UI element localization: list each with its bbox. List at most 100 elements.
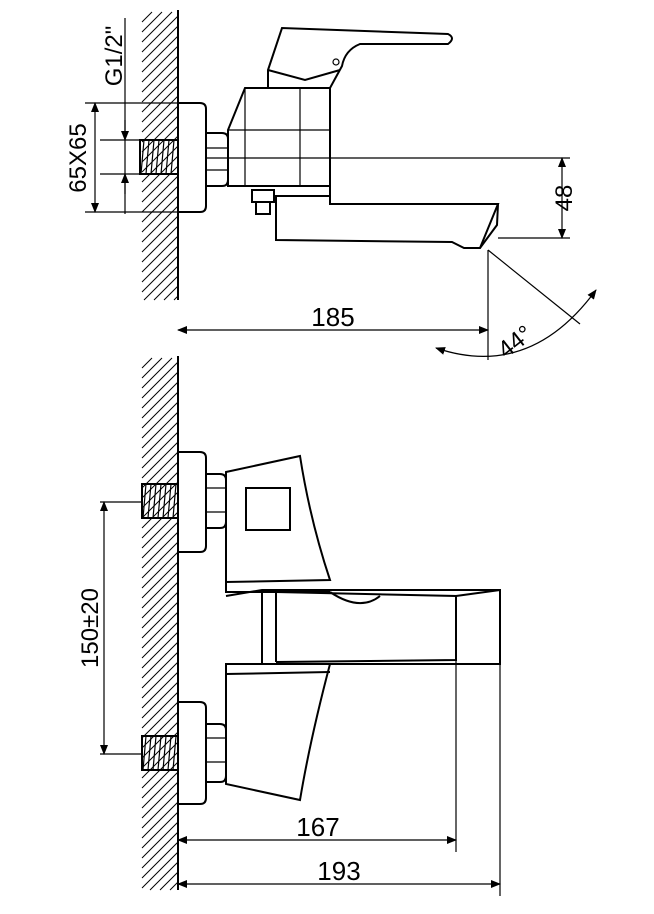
thread-line: [165, 139, 170, 175]
hatch-line: [141, 25, 179, 63]
thread-line: [167, 735, 172, 771]
hatch-line: [141, 651, 179, 689]
handle-front: [225, 454, 332, 584]
hatch-line: [141, 15, 179, 53]
hatch-line: [141, 165, 179, 203]
hatch-line: [141, 451, 179, 489]
hatch-line: [153, 275, 179, 301]
hatch-line: [141, 851, 179, 889]
handle-plate-front: [245, 487, 291, 531]
hatch-line: [141, 357, 153, 369]
hatch-line: [141, 551, 179, 589]
hatch-line: [141, 115, 179, 153]
hatch-line: [141, 75, 179, 113]
hatch-line: [141, 501, 179, 539]
hatch-line: [141, 641, 179, 679]
thread-line: [170, 139, 175, 175]
hatch-line: [141, 225, 179, 263]
flange-size-label: 65X65: [65, 123, 92, 192]
thread-size-label: G1/2": [101, 26, 128, 87]
hatch-line: [159, 871, 179, 891]
hatch-line: [141, 561, 179, 599]
thread-line: [157, 483, 162, 519]
thread-line: [167, 483, 172, 519]
hatch-line: [141, 621, 179, 659]
spout-top: [275, 186, 500, 249]
top-view: 48 G1/2" 65X65 185 44°: [65, 10, 597, 364]
hatch-line: [141, 821, 179, 859]
hatch-line: [141, 11, 163, 33]
hatch-line: [141, 421, 179, 459]
hatch-line: [141, 135, 179, 173]
hatch-line: [141, 235, 179, 273]
hatch-line: [141, 541, 179, 579]
hatch-line: [141, 185, 179, 223]
hatch-line: [141, 105, 179, 143]
wall-hatching-front: [141, 357, 179, 891]
thread-line: [142, 735, 147, 771]
center-distance-label: 150±20: [77, 588, 104, 668]
upper-inlet: [141, 451, 227, 553]
thread-line: [160, 139, 165, 175]
hatch-line: [141, 701, 179, 739]
hatch-line: [141, 521, 179, 559]
length-167-label: 167: [296, 812, 339, 842]
thread-line: [172, 483, 177, 519]
spout-height-label: 48: [551, 185, 578, 212]
hatch-line: [141, 571, 179, 609]
hatch-line: [141, 671, 179, 709]
nut-top: [205, 132, 229, 187]
hatch-line: [141, 691, 179, 729]
hatch-line: [141, 801, 179, 839]
hatch-line: [141, 721, 179, 759]
hatch-line: [141, 145, 179, 183]
hatch-line: [141, 381, 179, 419]
thread-line: [150, 139, 155, 175]
hatch-line: [141, 391, 179, 429]
thread-line: [155, 139, 160, 175]
hatch-line: [141, 581, 179, 619]
hatch-line: [141, 611, 179, 649]
length-193-label: 193: [317, 856, 360, 886]
hatch-line: [141, 371, 179, 409]
hatch-line: [141, 591, 179, 629]
hatch-line: [141, 411, 179, 449]
hatch-line: [141, 711, 179, 749]
hatch-line: [141, 531, 179, 569]
hatch-line: [141, 245, 179, 283]
hatch-line: [141, 811, 179, 849]
hatch-line: [141, 841, 179, 879]
hatch-line: [141, 215, 179, 253]
hatch-line: [141, 35, 179, 73]
length-185-label: 185: [311, 302, 354, 332]
thread-line: [142, 483, 147, 519]
hatch-line: [141, 11, 173, 43]
thread-line: [162, 483, 167, 519]
hatch-line: [141, 681, 179, 719]
lower-inlet: [141, 701, 227, 805]
hatch-line: [141, 45, 179, 83]
hatch-line: [141, 441, 179, 479]
hatch-line: [141, 461, 179, 499]
hatch-line: [141, 95, 179, 133]
hatch-line: [141, 357, 163, 379]
thread-line: [152, 735, 157, 771]
hatch-line: [141, 771, 179, 809]
hatch-line: [141, 11, 153, 23]
flange-top: [177, 102, 207, 213]
hatch-line: [141, 661, 179, 699]
thread-line: [147, 735, 152, 771]
lower-body-front: [225, 663, 332, 802]
thread-line: [152, 483, 157, 519]
hatch-line: [141, 761, 179, 799]
hatch-line: [163, 285, 179, 301]
lever-handle-top: [267, 26, 453, 89]
hatch-line: [141, 195, 179, 233]
hatch-line: [141, 781, 179, 819]
hatch-line: [141, 831, 179, 869]
hatch-line: [141, 401, 179, 439]
hatch-line: [141, 65, 179, 103]
hatch-line: [141, 357, 173, 389]
hatch-line: [141, 85, 179, 123]
